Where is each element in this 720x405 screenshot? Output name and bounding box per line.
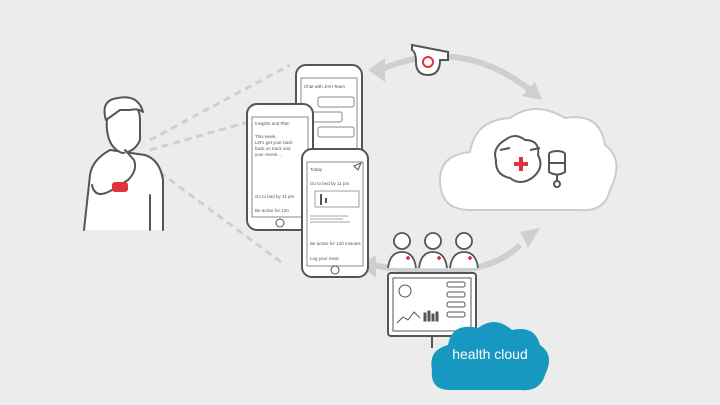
send-icon [353, 162, 362, 171]
arrow-head [368, 58, 385, 82]
doctor-icon [449, 232, 479, 269]
person-figure [83, 96, 164, 231]
phone-today: Today Go to bed by 11 pm Be active for 1… [301, 148, 369, 278]
doctor-icon [418, 232, 448, 269]
insights-title: Insights and Plan [255, 121, 290, 126]
arrow-head [522, 82, 542, 100]
care-team-icons [387, 232, 479, 269]
medical-cross-icon [514, 157, 528, 171]
insights-body-line: Let's get your back [255, 140, 293, 145]
doctor-icon [387, 232, 417, 269]
insights-item: Be active for 120 [255, 208, 289, 213]
today-item: Log your meal [310, 256, 339, 261]
ai-cloud [438, 108, 618, 212]
wristband-icon [112, 182, 128, 192]
phone-insights: Insights and Plan This week, Let's get y… [246, 103, 314, 231]
dashboard-monitor [387, 272, 477, 348]
cycle-arrows [371, 53, 532, 275]
insights-item: Go to bed by 11 pm [255, 194, 294, 199]
today-item: Go to bed by 11 pm [310, 181, 349, 186]
today-title: Today [310, 167, 323, 172]
brain-circuit-icon [494, 135, 542, 183]
today-item: Be active for 120 minutes [310, 241, 362, 246]
connector-dashes [149, 63, 291, 267]
database-icon [548, 150, 566, 188]
insights-body-line: This week, [255, 134, 277, 139]
insights-body-line: your recent ... [255, 152, 283, 157]
health-cloud-logo: health cloud [431, 321, 549, 391]
insights-body-line: back on track and [255, 146, 291, 151]
whistle-icon [411, 43, 449, 77]
chat-title: Chat with JHH Team [304, 84, 345, 89]
health-cloud-label: health cloud [452, 346, 528, 362]
arrow-head [520, 228, 540, 248]
